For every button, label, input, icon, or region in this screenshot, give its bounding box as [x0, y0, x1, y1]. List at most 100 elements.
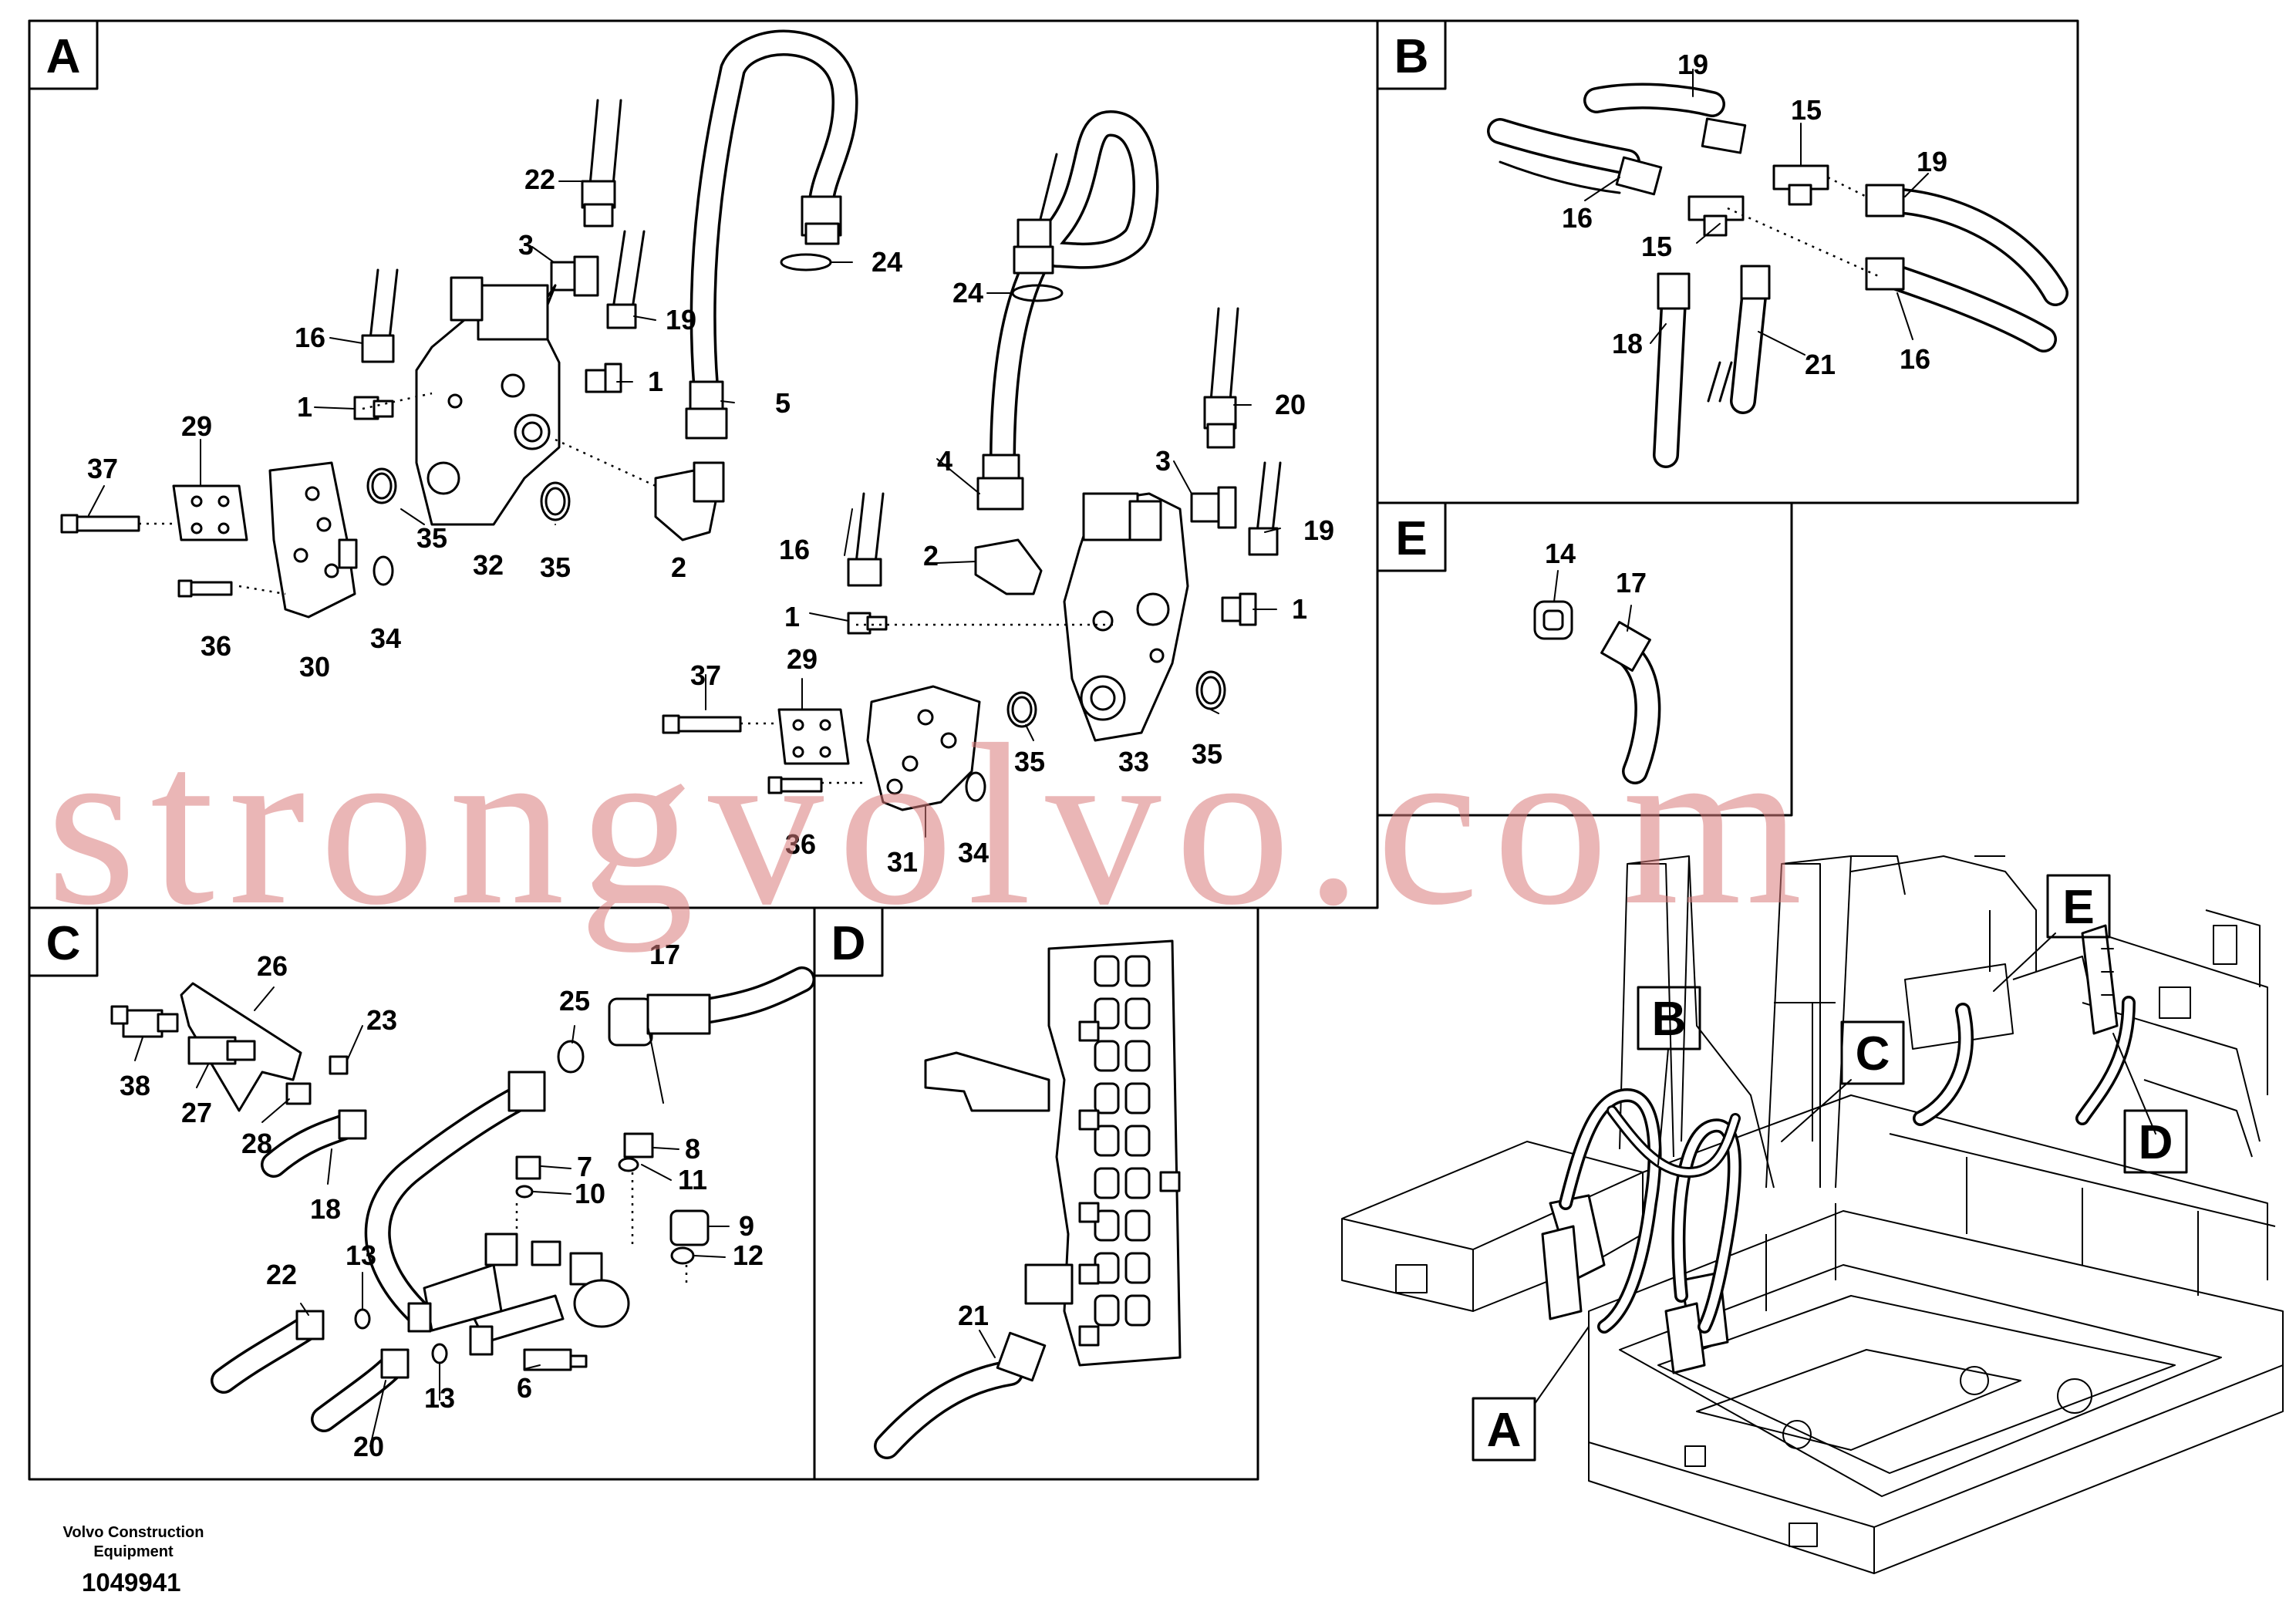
panel-d-border: [813, 906, 1259, 1481]
callout-29: 29: [787, 643, 818, 675]
panel-d-callouts: 21: [958, 1300, 989, 1331]
callout-37: 37: [87, 453, 118, 484]
footer-part-number: 1049941: [82, 1568, 181, 1597]
footer-company: Volvo Construction Equipment: [62, 1524, 204, 1560]
callout-30: 30: [299, 651, 330, 683]
callout-35: 35: [1014, 746, 1045, 777]
panel-borders: [28, 19, 2079, 1481]
overview-label-b: B: [1652, 993, 1687, 1046]
overview-callouts: B C E D A: [1472, 874, 2188, 1462]
panel-a-callouts: 22 3 19 16 1 1 24 5 37 29 35 32 35 2 36 …: [87, 164, 1334, 878]
overview-label-c: C: [1856, 1027, 1890, 1081]
callout-22: 22: [524, 164, 555, 195]
callout-10: 10: [575, 1178, 605, 1209]
callout-13: 13: [424, 1382, 455, 1414]
callout-16: 16: [1562, 202, 1593, 234]
callout-14: 14: [1545, 538, 1576, 569]
panel-b-drawing: [1487, 69, 2068, 468]
callout-12: 12: [733, 1239, 764, 1271]
callout-5: 5: [775, 387, 791, 419]
overview-label-e: E: [2062, 881, 2094, 934]
overview-machine: [1341, 855, 2284, 1574]
watermark: strongvolvo.com: [46, 696, 1816, 953]
callout-35: 35: [540, 551, 571, 583]
panel-d-letter: D: [831, 917, 866, 970]
callout-21: 21: [958, 1300, 989, 1331]
callout-20: 20: [1275, 389, 1306, 420]
panel-c-letter: C: [46, 917, 81, 970]
callout-16: 16: [779, 534, 810, 565]
panel-e-letter-box: [1376, 501, 1447, 572]
callout-16: 16: [1900, 343, 1930, 375]
callout-16: 16: [295, 322, 325, 353]
callout-31: 31: [887, 846, 918, 878]
panel-letters: A B E C D: [28, 19, 1447, 977]
callout-13: 13: [346, 1239, 376, 1271]
callout-25: 25: [559, 985, 590, 1017]
overview-label-a: A: [1487, 1404, 1522, 1457]
callout-4: 4: [937, 445, 952, 477]
panel-c-letter-box: [28, 906, 99, 977]
overview-label-e-box: [2046, 874, 2111, 939]
callout-9: 9: [739, 1210, 754, 1242]
callout-34: 34: [370, 622, 401, 654]
callout-29: 29: [181, 410, 212, 442]
panel-d-letter-box: [813, 906, 884, 977]
panel-d-drawing: [874, 939, 1182, 1459]
plate-29: [172, 484, 248, 541]
callout-19: 19: [666, 304, 696, 336]
panel-b-letter-box: [1376, 19, 1447, 90]
callout-1: 1: [1292, 593, 1307, 625]
panel-c-callouts: 26 23 38 27 28 18 25 17 8 7 11 10 9 12 1…: [120, 939, 764, 1462]
panel-e-letter: E: [1395, 512, 1427, 565]
panel-b-border: [1376, 19, 2079, 504]
overview-label-d: D: [2139, 1116, 2173, 1169]
callout-17: 17: [1616, 567, 1647, 599]
callout-1: 1: [297, 391, 312, 423]
panel-b-callouts: 19 15 19 16 15 16 18 21: [1562, 49, 1947, 380]
overview-label-d-box: [2123, 1109, 2188, 1174]
callout-37: 37: [690, 659, 721, 691]
panel-a-leaders: [88, 180, 1281, 838]
callout-15: 15: [1641, 231, 1672, 262]
callout-3: 3: [1155, 445, 1171, 477]
panel-a-letter-box: [28, 19, 99, 90]
callout-2: 2: [671, 551, 686, 583]
callout-19: 19: [1917, 146, 1947, 177]
callout-2: 2: [923, 540, 939, 572]
callout-24: 24: [872, 246, 902, 278]
panel-e-drawing: [1533, 570, 1661, 784]
panel-b-letter: B: [1394, 30, 1429, 83]
callout-26: 26: [257, 950, 288, 982]
panel-e-callouts: 14 17: [1545, 538, 1647, 599]
overview-label-c-box: [1840, 1020, 1905, 1085]
callout-33: 33: [1118, 746, 1149, 777]
callout-35: 35: [1192, 738, 1222, 770]
callout-34: 34: [958, 837, 989, 868]
valve-bank-ports: [1094, 955, 1151, 1327]
callout-19: 19: [1303, 514, 1334, 546]
callout-35: 35: [416, 522, 447, 554]
panel-a-drawing: [60, 29, 1282, 811]
callout-22: 22: [266, 1259, 297, 1290]
panel-c-drawing: [110, 966, 815, 1447]
callout-28: 28: [241, 1128, 272, 1159]
callout-18: 18: [310, 1193, 341, 1225]
callout-18: 18: [1612, 328, 1643, 359]
callout-1: 1: [784, 601, 800, 632]
callout-38: 38: [120, 1070, 150, 1101]
overview-label-a-box: [1472, 1397, 1536, 1462]
callout-27: 27: [181, 1097, 212, 1128]
callout-19: 19: [1677, 49, 1708, 80]
callout-23: 23: [366, 1004, 397, 1036]
callout-11: 11: [678, 1164, 707, 1195]
callout-36: 36: [785, 828, 816, 860]
callout-3: 3: [518, 229, 534, 261]
callout-36: 36: [201, 630, 231, 662]
callout-32: 32: [473, 549, 504, 581]
callout-24: 24: [952, 277, 983, 309]
callout-8: 8: [685, 1133, 700, 1165]
panel-e-border: [1376, 501, 1793, 817]
overview-label-b-box: [1637, 986, 1701, 1050]
